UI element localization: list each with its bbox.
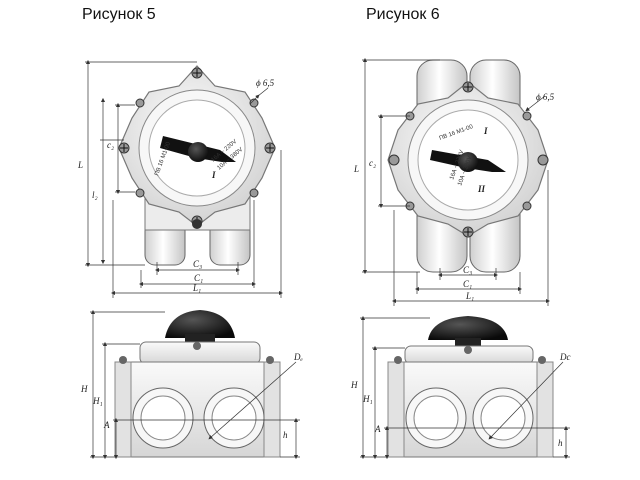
fig5-dim-L1: L₁ xyxy=(192,283,201,293)
fig5-dim-De: Dₑ xyxy=(293,352,303,362)
fig6-dim-De: Dc xyxy=(559,352,571,362)
fig5-side-dimensions xyxy=(90,309,300,460)
fig6-mounting-screws xyxy=(388,81,549,238)
fig6-hole-label: ϕ 6,5 xyxy=(536,92,555,102)
fig6-dim-c2: c₂ xyxy=(369,158,376,168)
fig6-dim-H1: H₁ xyxy=(362,394,373,404)
fig6-dim-H: H xyxy=(350,380,358,390)
fig6-dim-h: h xyxy=(558,438,563,448)
figure-5-title: Рисунок 5 xyxy=(82,6,156,23)
fig6-dim-C3: C₃ xyxy=(463,265,472,275)
fig6-side-glands xyxy=(405,387,534,449)
fig5-side-knob xyxy=(165,310,235,338)
fig5-dim-H1: H₁ xyxy=(92,396,103,406)
fig5-dim-h: h xyxy=(283,430,288,440)
fig6-roman-mark-top: I xyxy=(483,126,488,136)
fig5-dim-C1: C₁ xyxy=(194,273,203,283)
fig5-side-view: H H₁ A h Dₑ xyxy=(80,309,303,460)
fig5-roman-mark: I xyxy=(211,170,216,180)
fig6-side-knob xyxy=(428,316,508,340)
fig6-switch-handle xyxy=(430,150,506,172)
figure-6-title: Рисунок 6 xyxy=(366,6,440,23)
fig5-top-view: I 16A ~ 220V 10A ~ 380V ПВ 16 М1-00 xyxy=(77,59,284,298)
fig5-dim-C3: C₃ xyxy=(193,259,202,269)
fig6-dim-C1: C₁ xyxy=(463,279,472,289)
fig6-roman-mark-bottom: II xyxy=(477,184,486,194)
fig6-side-view: H H₁ A h Dc xyxy=(350,315,571,460)
fig6-top-dimensions xyxy=(362,57,551,306)
fig5-switch-handle xyxy=(160,136,236,162)
fig6-dim-L: L xyxy=(353,164,359,174)
fig6-dim-A: A xyxy=(374,424,381,434)
fig5-dim-c2: c₂ xyxy=(107,140,114,150)
fig6-dim-L1: L₁ xyxy=(465,291,474,301)
fig6-top-view: I II 16A ~ 220V 10A ~ 380V ПВ 16 М1-00 ϕ… xyxy=(353,57,555,306)
fig5-dim-l2: l₂ xyxy=(92,190,98,200)
fig5-dim-L: L xyxy=(77,160,83,170)
fig5-top-dimensions xyxy=(85,59,284,298)
fig5-dim-A: A xyxy=(103,420,110,430)
fig6-side-dimensions xyxy=(360,315,570,460)
fig5-side-glands xyxy=(132,387,265,449)
fig5-dim-H: H xyxy=(80,384,88,394)
fig5-hole-label: ϕ 6,5 xyxy=(256,78,275,88)
